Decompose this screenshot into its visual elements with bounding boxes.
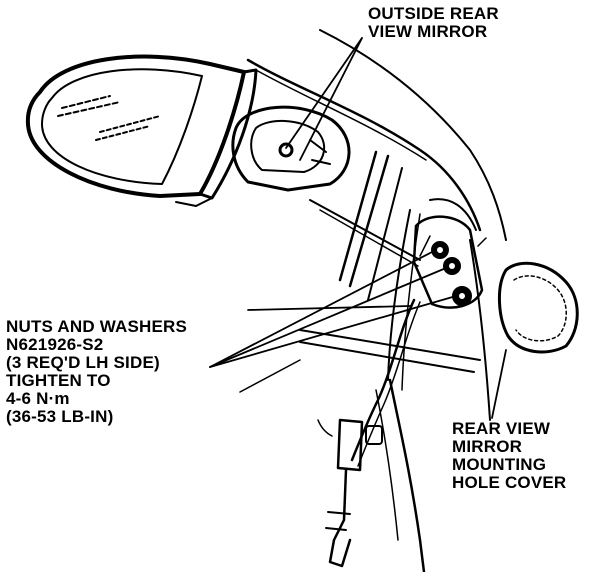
hole-cover-label-line-4: HOLE COVER bbox=[452, 473, 567, 492]
outside-mirror-label: OUTSIDE REAR VIEW MIRROR bbox=[368, 5, 499, 41]
hole-cover-label: REAR VIEW MIRROR MOUNTING HOLE COVER bbox=[452, 420, 566, 492]
wiring-harness bbox=[317, 298, 421, 568]
mounting-plate bbox=[412, 215, 487, 309]
outside-mirror-label-line-2: VIEW MIRROR bbox=[368, 22, 488, 41]
nuts-label-line-4: TIGHTEN TO bbox=[6, 371, 111, 390]
nuts-and-washers-label: NUTS AND WASHERS N621926-S2 (3 REQ'D LH … bbox=[6, 318, 187, 426]
outside-mirror-label-line-1: OUTSIDE REAR bbox=[368, 4, 499, 23]
nuts-label-line-3: (3 REQ'D LH SIDE) bbox=[6, 353, 160, 372]
mirror-base bbox=[231, 105, 351, 192]
hole-cover-label-line-1: REAR VIEW bbox=[452, 419, 551, 438]
outside-mirror bbox=[25, 54, 258, 207]
door-frame bbox=[239, 29, 507, 572]
leader-lines bbox=[209, 37, 507, 419]
hole-cover-label-line-3: MOUNTING bbox=[452, 455, 547, 474]
nuts-label-line-5: 4-6 N·m bbox=[6, 389, 70, 408]
nuts-label-line-1: NUTS AND WASHERS bbox=[6, 317, 188, 336]
hole-cover-label-line-2: MIRROR bbox=[452, 437, 523, 456]
nuts-label-line-6: (36-53 LB-IN) bbox=[6, 407, 114, 426]
nuts-label-line-2: N621926-S2 bbox=[6, 335, 104, 354]
hole-cover bbox=[497, 261, 579, 354]
